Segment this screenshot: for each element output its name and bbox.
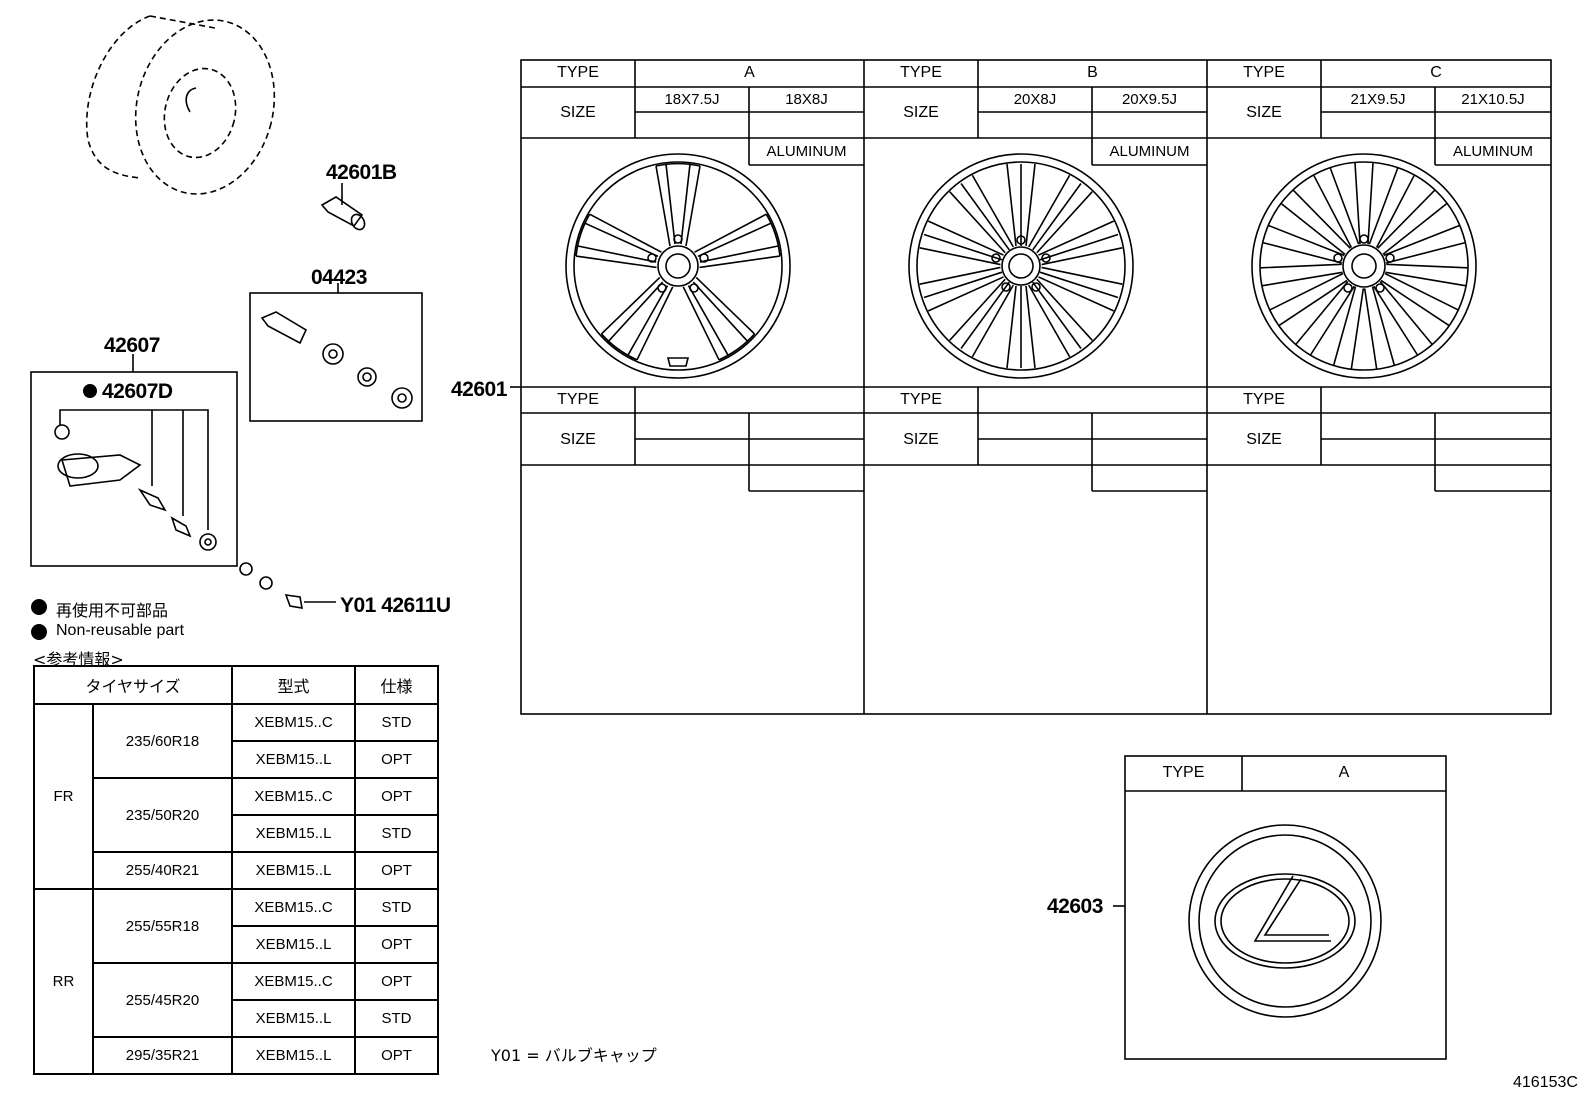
part-number-42607d[interactable]: 42607D — [102, 380, 173, 403]
model-cell: XEBM15..C — [231, 962, 356, 1001]
spec-cell: STD — [354, 703, 439, 742]
table-row: FR 235/60R18 XEBM15..C STD — [33, 703, 439, 890]
wheel-a-type-value: A — [744, 64, 755, 81]
wheel-a2-type-label: TYPE — [557, 391, 599, 408]
part-number-42611u[interactable]: Y01 42611U — [340, 594, 451, 617]
wheel-b-size-label: SIZE — [903, 104, 939, 121]
valve-cap-footnote: Y01 = バルブキャップ — [491, 1046, 657, 1065]
header-spec: 仕様 — [354, 665, 439, 705]
legend-non-reusable-jp: 再使用不可部品 — [56, 601, 169, 620]
table-row: 255/40R21 XEBM15..L OPT — [34, 851, 439, 890]
tire-size-cell: 235/50R20 — [92, 777, 233, 853]
wheel-b-size-2: 20X9.5J — [1121, 91, 1178, 108]
reference-info-heading: <参考情報> — [33, 650, 124, 669]
tire-spec-table: タイヤサイズ 型式 仕様 FR 235/60R18 XEBM15..C STD … — [33, 665, 439, 1075]
cap-type-value: A — [1338, 764, 1350, 781]
model-cell: XEBM15..L — [231, 999, 356, 1038]
wheel-c2-type-label: TYPE — [1243, 391, 1285, 408]
wheel-c-type-value: C — [1430, 64, 1442, 81]
tire-size-cell: 295/35R21 — [92, 1036, 233, 1075]
wheel-a-material: ALUMINUM — [766, 143, 847, 160]
model-cell: XEBM15..L — [231, 925, 356, 964]
kit-box-04423 — [249, 283, 423, 422]
tire-size-cell: 235/60R18 — [92, 703, 233, 779]
wheel-b2-size-label: SIZE — [903, 431, 939, 448]
wheel-c-material: ALUMINUM — [1452, 143, 1533, 160]
table-row: 235/50R20 XEBM15..C OPT — [34, 777, 439, 853]
table-row: RR 255/55R18 XEBM15..C STD — [33, 888, 439, 1075]
non-reusable-marker — [83, 384, 97, 398]
wheel-c2-size-label: SIZE — [1246, 431, 1282, 448]
spec-cell: STD — [354, 814, 439, 853]
part-number-42607[interactable]: 42607 — [104, 334, 160, 357]
wheel-b2-type-label: TYPE — [900, 391, 942, 408]
table-row: XEBM15..L OPT — [34, 740, 439, 779]
spec-cell: OPT — [354, 740, 439, 779]
wheel-b-size-1: 20X8J — [1013, 91, 1057, 108]
tire-size-cell: 255/40R21 — [92, 851, 233, 890]
wheel-c-size-1: 21X9.5J — [1350, 91, 1406, 108]
spec-cell: STD — [354, 888, 439, 927]
wheel-c-size-2: 21X10.5J — [1461, 91, 1525, 108]
cap-type-label: TYPE — [1162, 764, 1205, 781]
spec-cell: OPT — [354, 1036, 439, 1075]
model-cell: XEBM15..L — [231, 851, 356, 890]
header-model: 型式 — [231, 665, 356, 705]
part-number-42601[interactable]: 42601 — [451, 378, 507, 401]
table-row: 295/35R21 XEBM15..L OPT — [34, 1036, 439, 1075]
spec-cell: OPT — [354, 777, 439, 816]
model-cell: XEBM15..C — [231, 777, 356, 816]
table-row: 255/45R20 XEBM15..C OPT — [34, 962, 439, 1038]
table-row: XEBM15..L STD — [34, 999, 439, 1038]
model-cell: XEBM15..C — [231, 703, 356, 742]
spec-cell: OPT — [354, 925, 439, 964]
valve-stem-42601b-illustration — [320, 183, 366, 231]
wheel-b-illustration — [908, 153, 1134, 379]
legend-non-reusable-en: Non-reusable part — [56, 622, 185, 639]
header-tire-size: タイヤサイズ — [33, 665, 233, 705]
wheel-a-size-label: SIZE — [560, 104, 596, 121]
model-cell: XEBM15..L — [231, 814, 356, 853]
table-row: XEBM15..L OPT — [34, 925, 439, 964]
wheel-b-type-value: B — [1087, 64, 1098, 81]
axle-cell: FR — [33, 703, 94, 890]
spec-cell: OPT — [354, 851, 439, 890]
cap-table-grid — [1113, 755, 1447, 1060]
model-cell: XEBM15..L — [231, 740, 356, 779]
model-cell: XEBM15..L — [231, 1036, 356, 1075]
lexus-cap-illustration — [1188, 824, 1382, 1018]
spec-cell: STD — [354, 999, 439, 1038]
part-number-04423[interactable]: 04423 — [311, 266, 367, 289]
table-row: XEBM15..L STD — [34, 814, 439, 853]
wheel-a-size-2: 18X8J — [785, 91, 828, 108]
sensor-box-42607 — [30, 354, 238, 567]
wheel-a-illustration — [565, 153, 791, 379]
model-cell: XEBM15..C — [231, 888, 356, 927]
wheel-b-material: ALUMINUM — [1109, 143, 1190, 160]
part-number-42603[interactable]: 42603 — [1047, 895, 1103, 918]
axle-cell: RR — [33, 888, 94, 1075]
wheel-a-type-label: TYPE — [557, 64, 599, 81]
wheel-a2-size-label: SIZE — [560, 431, 596, 448]
drawing-id: 416153C — [1513, 1074, 1578, 1091]
tire-size-cell: 255/45R20 — [92, 962, 233, 1038]
wheel-c-size-label: SIZE — [1246, 104, 1282, 121]
wheel-c-type-label: TYPE — [1243, 64, 1285, 81]
wheel-b-type-label: TYPE — [900, 64, 942, 81]
spec-cell: OPT — [354, 962, 439, 1001]
part-number-42601b[interactable]: 42601B — [326, 161, 397, 184]
spare-tire-illustration — [86, 15, 276, 195]
wheel-c-illustration — [1251, 153, 1477, 379]
wheel-table-grid — [510, 59, 1552, 715]
tire-size-cell: 255/55R18 — [92, 888, 233, 964]
wheel-a-size-1: 18X7.5J — [664, 91, 720, 108]
